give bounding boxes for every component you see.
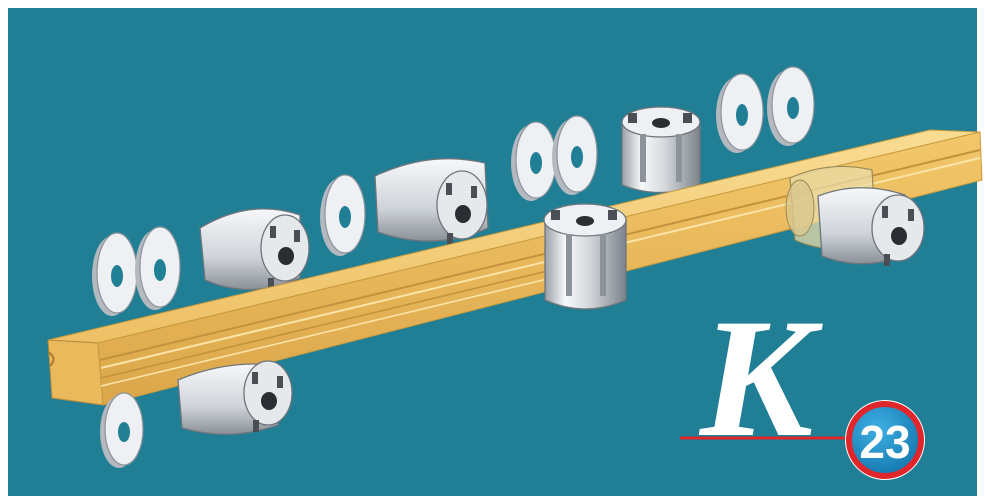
page-number: 23: [859, 416, 910, 468]
beam-front: [48, 340, 103, 405]
catalog-letter: K: [698, 284, 823, 472]
profile-cutter-head-icon: [622, 107, 700, 193]
page-badge: 23: [845, 400, 925, 480]
planer-cutter-head-icon: [200, 209, 309, 290]
planer-cutter-head-icon: [375, 159, 488, 245]
profile-cutter-head-icon: [544, 204, 626, 309]
